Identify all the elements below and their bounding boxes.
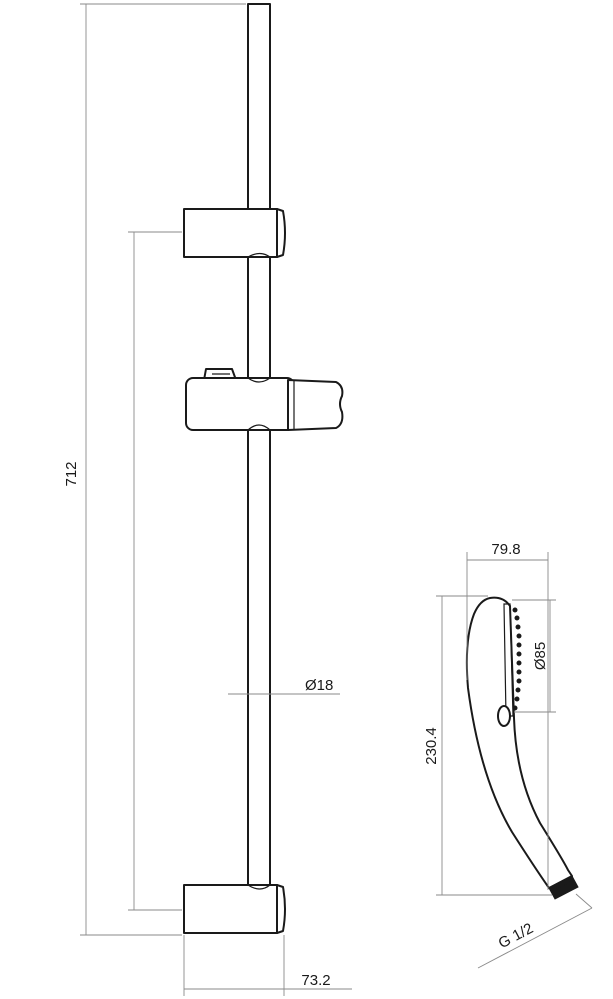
- overall-length-dimension: 712: [63, 3, 246, 936]
- overall-length-label: 712: [63, 461, 80, 486]
- head-face-diameter-dimension: Ø85: [512, 599, 556, 713]
- mode-selector-button: [497, 705, 511, 727]
- rail-diameter-dimension: Ø18: [228, 677, 340, 695]
- handset-length-label: 230.4: [423, 727, 440, 765]
- spray-face: [503, 603, 514, 717]
- bracket-depth-label: 73.2: [301, 972, 330, 989]
- top-wall-bracket: [183, 208, 286, 258]
- head-width-dimension: 79.8: [466, 541, 549, 890]
- handset-length-dimension: 230.4: [423, 595, 552, 896]
- rail-dimensions: 712 Ø18 73.2: [63, 3, 352, 996]
- sliding-holder: [185, 368, 344, 431]
- head-face-diameter-label: Ø85: [532, 642, 549, 670]
- spray-nozzles: [512, 607, 522, 711]
- rail-diameter-label: Ø18: [305, 677, 333, 694]
- hand-shower: [465, 596, 579, 900]
- rail-tube: [247, 3, 271, 905]
- shower-rail-assembly: [183, 3, 344, 934]
- bottom-wall-bracket: [183, 884, 286, 934]
- bracket-spacing-dimension: [128, 231, 182, 911]
- head-width-label: 79.8: [491, 541, 520, 558]
- connection-thread-label: G 1/2: [496, 920, 536, 952]
- connection-thread-dimension: G 1/2: [477, 893, 593, 969]
- bracket-depth-dimension: 73.2: [183, 935, 352, 996]
- hand-shower-body: [465, 596, 573, 889]
